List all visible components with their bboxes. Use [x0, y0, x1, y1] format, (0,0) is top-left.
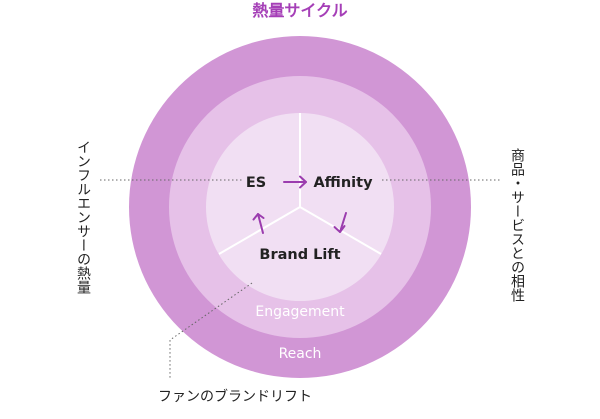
core-label-brand-lift: Brand Lift — [259, 247, 340, 263]
side-label-bottom: ファンのブランドリフト — [158, 388, 312, 405]
arrow-affinity-to-brandlift-icon — [333, 212, 347, 233]
core-label-affinity: Affinity — [313, 175, 373, 191]
arrow-es-to-affinity-icon — [283, 175, 307, 189]
diagram-title: 熱量サイクル — [252, 1, 347, 20]
side-label-right: 商品・サービスとの相性 — [509, 148, 525, 302]
side-label-left: インフルエンサーの熱量 — [75, 140, 91, 294]
leader-line-bottom — [169, 282, 253, 380]
ring-label-engagement: Engagement — [255, 304, 345, 320]
ring-label-reach: Reach — [279, 346, 322, 362]
divider-lower-left — [218, 206, 301, 255]
core-label-es: ES — [246, 175, 266, 191]
arrow-brandlift-to-es-icon — [252, 213, 265, 234]
